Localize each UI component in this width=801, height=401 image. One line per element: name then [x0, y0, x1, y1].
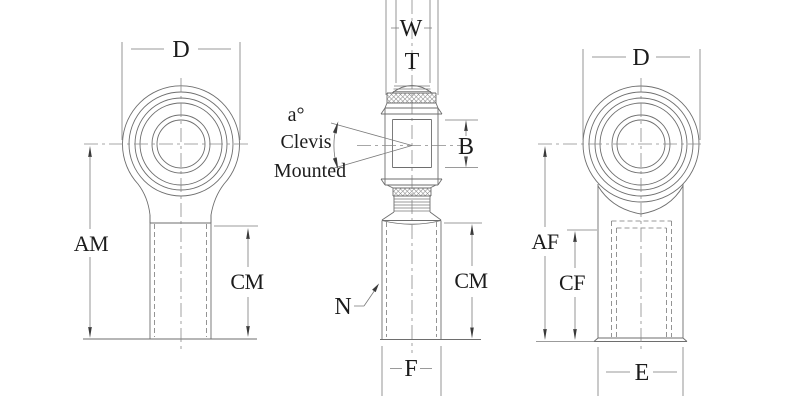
male-shank — [83, 215, 257, 340]
female-centerlines — [538, 78, 701, 352]
ball-top-stud — [384, 85, 439, 109]
clevis-width-lines — [385, 0, 439, 353]
dim-e: E — [597, 347, 684, 396]
dim-label-am: AM — [74, 231, 108, 256]
male-centerlines — [84, 78, 249, 352]
dim-am: AM — [74, 146, 109, 338]
dim-label-t: T — [405, 49, 420, 75]
side-shank — [380, 220, 481, 340]
dim-af: AF — [531, 146, 594, 342]
dim-label-cm-left: CM — [230, 269, 263, 294]
callout-label-n: N — [334, 294, 351, 320]
dim-cm-mid: CM — [444, 222, 488, 339]
dim-label-af: AF — [531, 229, 558, 254]
clevis-note-line2: Mounted — [274, 160, 346, 182]
clevis-note-line1: Clevis — [280, 131, 331, 153]
male-front-view: D AM CM — [74, 37, 264, 352]
lower-stud-threads — [381, 184, 442, 221]
clevis-angle: a° Clevis Mounted — [274, 104, 413, 182]
dim-f: F — [381, 346, 442, 396]
dim-label-cm-mid: CM — [454, 268, 487, 293]
dim-label-d-right: D — [632, 45, 649, 71]
female-body — [593, 184, 688, 342]
dim-cf: CF — [559, 229, 597, 340]
dim-label-f: F — [404, 356, 417, 382]
dim-b: B — [445, 119, 478, 168]
female-front-view: D AF CF E — [531, 45, 701, 396]
dim-label-cf: CF — [559, 270, 585, 295]
dim-cm-left: CM — [214, 225, 264, 337]
dim-d-left: D — [121, 37, 241, 140]
dim-label-w: W — [400, 16, 423, 42]
housing-profile — [357, 107, 470, 186]
side-section-view: W T a° Clevis Mounted — [274, 0, 488, 396]
dim-label-d-left: D — [172, 37, 189, 63]
callout-n: N — [334, 283, 379, 320]
dim-label-e: E — [635, 360, 650, 386]
dim-d-right: D — [582, 45, 701, 140]
dim-label-b: B — [458, 134, 474, 160]
angle-symbol-label: a° — [288, 104, 305, 126]
